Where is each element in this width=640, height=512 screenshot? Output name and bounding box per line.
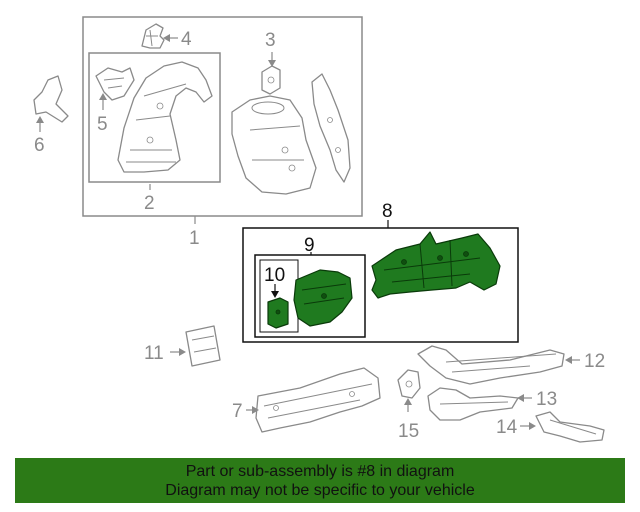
svg-text:13: 13 (536, 389, 557, 410)
callout-1: 1 (189, 216, 200, 249)
group-box-8 (242, 227, 519, 343)
callout-13: 13 (517, 389, 557, 410)
callout-6: 6 (34, 116, 45, 156)
callout-4: 4 (163, 29, 192, 50)
svg-text:3: 3 (265, 30, 276, 51)
svg-text:15: 15 (398, 421, 419, 442)
part-2-apron[interactable] (117, 61, 213, 173)
svg-text:11: 11 (144, 343, 164, 364)
part-8-side-member[interactable] (371, 231, 501, 299)
svg-text:9: 9 (304, 235, 315, 256)
svg-text:4: 4 (181, 29, 192, 50)
group-box-9 (254, 254, 366, 338)
part-5-reinforcement[interactable] (95, 67, 135, 101)
part-1-suspension-tower[interactable] (231, 73, 351, 195)
callout-14: 14 (496, 417, 536, 438)
part-15-gusset[interactable] (397, 369, 421, 399)
callout-9: 9 (304, 235, 315, 256)
callout-8: 8 (382, 201, 393, 228)
svg-text:5: 5 (97, 114, 108, 135)
part-6-bracket[interactable] (33, 75, 69, 123)
part-11-plate[interactable] (185, 325, 221, 367)
svg-text:2: 2 (144, 193, 155, 214)
callout-7: 7 (232, 401, 259, 422)
svg-text:1: 1 (189, 228, 200, 249)
part-7-side-rail[interactable] (255, 367, 381, 433)
part-10-bracket[interactable] (267, 297, 289, 329)
part-14-bracket[interactable] (535, 411, 605, 443)
part-13-extension[interactable] (427, 387, 519, 421)
part-12-rail[interactable] (417, 345, 565, 385)
callout-5: 5 (97, 93, 108, 135)
callout-12: 12 (565, 351, 605, 372)
svg-text:10: 10 (264, 265, 285, 286)
callout-11: 11 (144, 343, 186, 364)
part-3-bracket[interactable] (261, 65, 281, 95)
svg-text:8: 8 (382, 201, 393, 222)
part-4-bracket[interactable] (141, 23, 165, 49)
notice-banner: Part or sub-assembly is #8 in diagram Di… (15, 458, 625, 503)
svg-text:6: 6 (34, 135, 45, 156)
callout-3: 3 (265, 30, 276, 67)
parts-diagram: 4 3 5 2 1 (33, 16, 605, 443)
notice-line-2: Diagram may not be specific to your vehi… (165, 482, 475, 499)
group-box-2 (88, 52, 221, 183)
callout-15: 15 (398, 398, 419, 442)
notice-line-1: Part or sub-assembly is #8 in diagram (185, 463, 455, 480)
callout-2: 2 (144, 184, 155, 214)
svg-text:12: 12 (584, 351, 605, 372)
svg-text:14: 14 (496, 417, 518, 438)
part-9-bracket-assembly[interactable] (293, 269, 353, 327)
callout-10: 10 (264, 265, 285, 298)
group-box-1 (82, 16, 363, 217)
svg-text:7: 7 (232, 401, 243, 422)
